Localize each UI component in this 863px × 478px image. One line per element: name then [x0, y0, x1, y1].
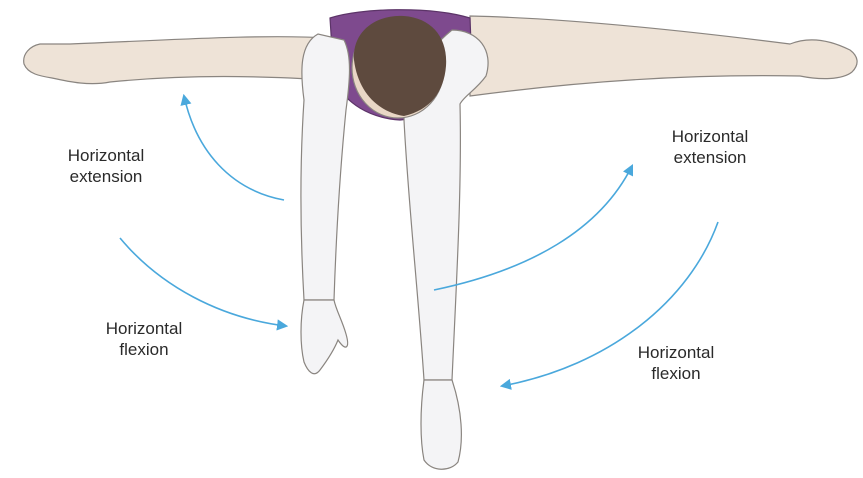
left-hand — [301, 300, 348, 374]
label-right-horizontal-flexion: Horizontal flexion — [616, 342, 736, 384]
label-line-1: Horizontal — [616, 342, 736, 363]
label-line-2: extension — [46, 166, 166, 187]
right-hand — [421, 380, 461, 469]
label-line-2: flexion — [616, 363, 736, 384]
label-right-horizontal-extension: Horizontal extension — [650, 126, 770, 168]
arrow-left-extension — [184, 96, 284, 200]
label-line-2: extension — [650, 147, 770, 168]
label-line-2: flexion — [84, 339, 204, 360]
arrow-left-flexion — [120, 238, 286, 326]
label-left-horizontal-flexion: Horizontal flexion — [84, 318, 204, 360]
lowered-left-arm — [301, 34, 350, 374]
label-line-1: Horizontal — [650, 126, 770, 147]
left-outstretched-arm — [24, 37, 330, 84]
label-line-1: Horizontal — [84, 318, 204, 339]
arrow-right-extension — [434, 166, 632, 290]
label-left-horizontal-extension: Horizontal extension — [46, 145, 166, 187]
right-outstretched-arm — [470, 16, 857, 96]
label-line-1: Horizontal — [46, 145, 166, 166]
